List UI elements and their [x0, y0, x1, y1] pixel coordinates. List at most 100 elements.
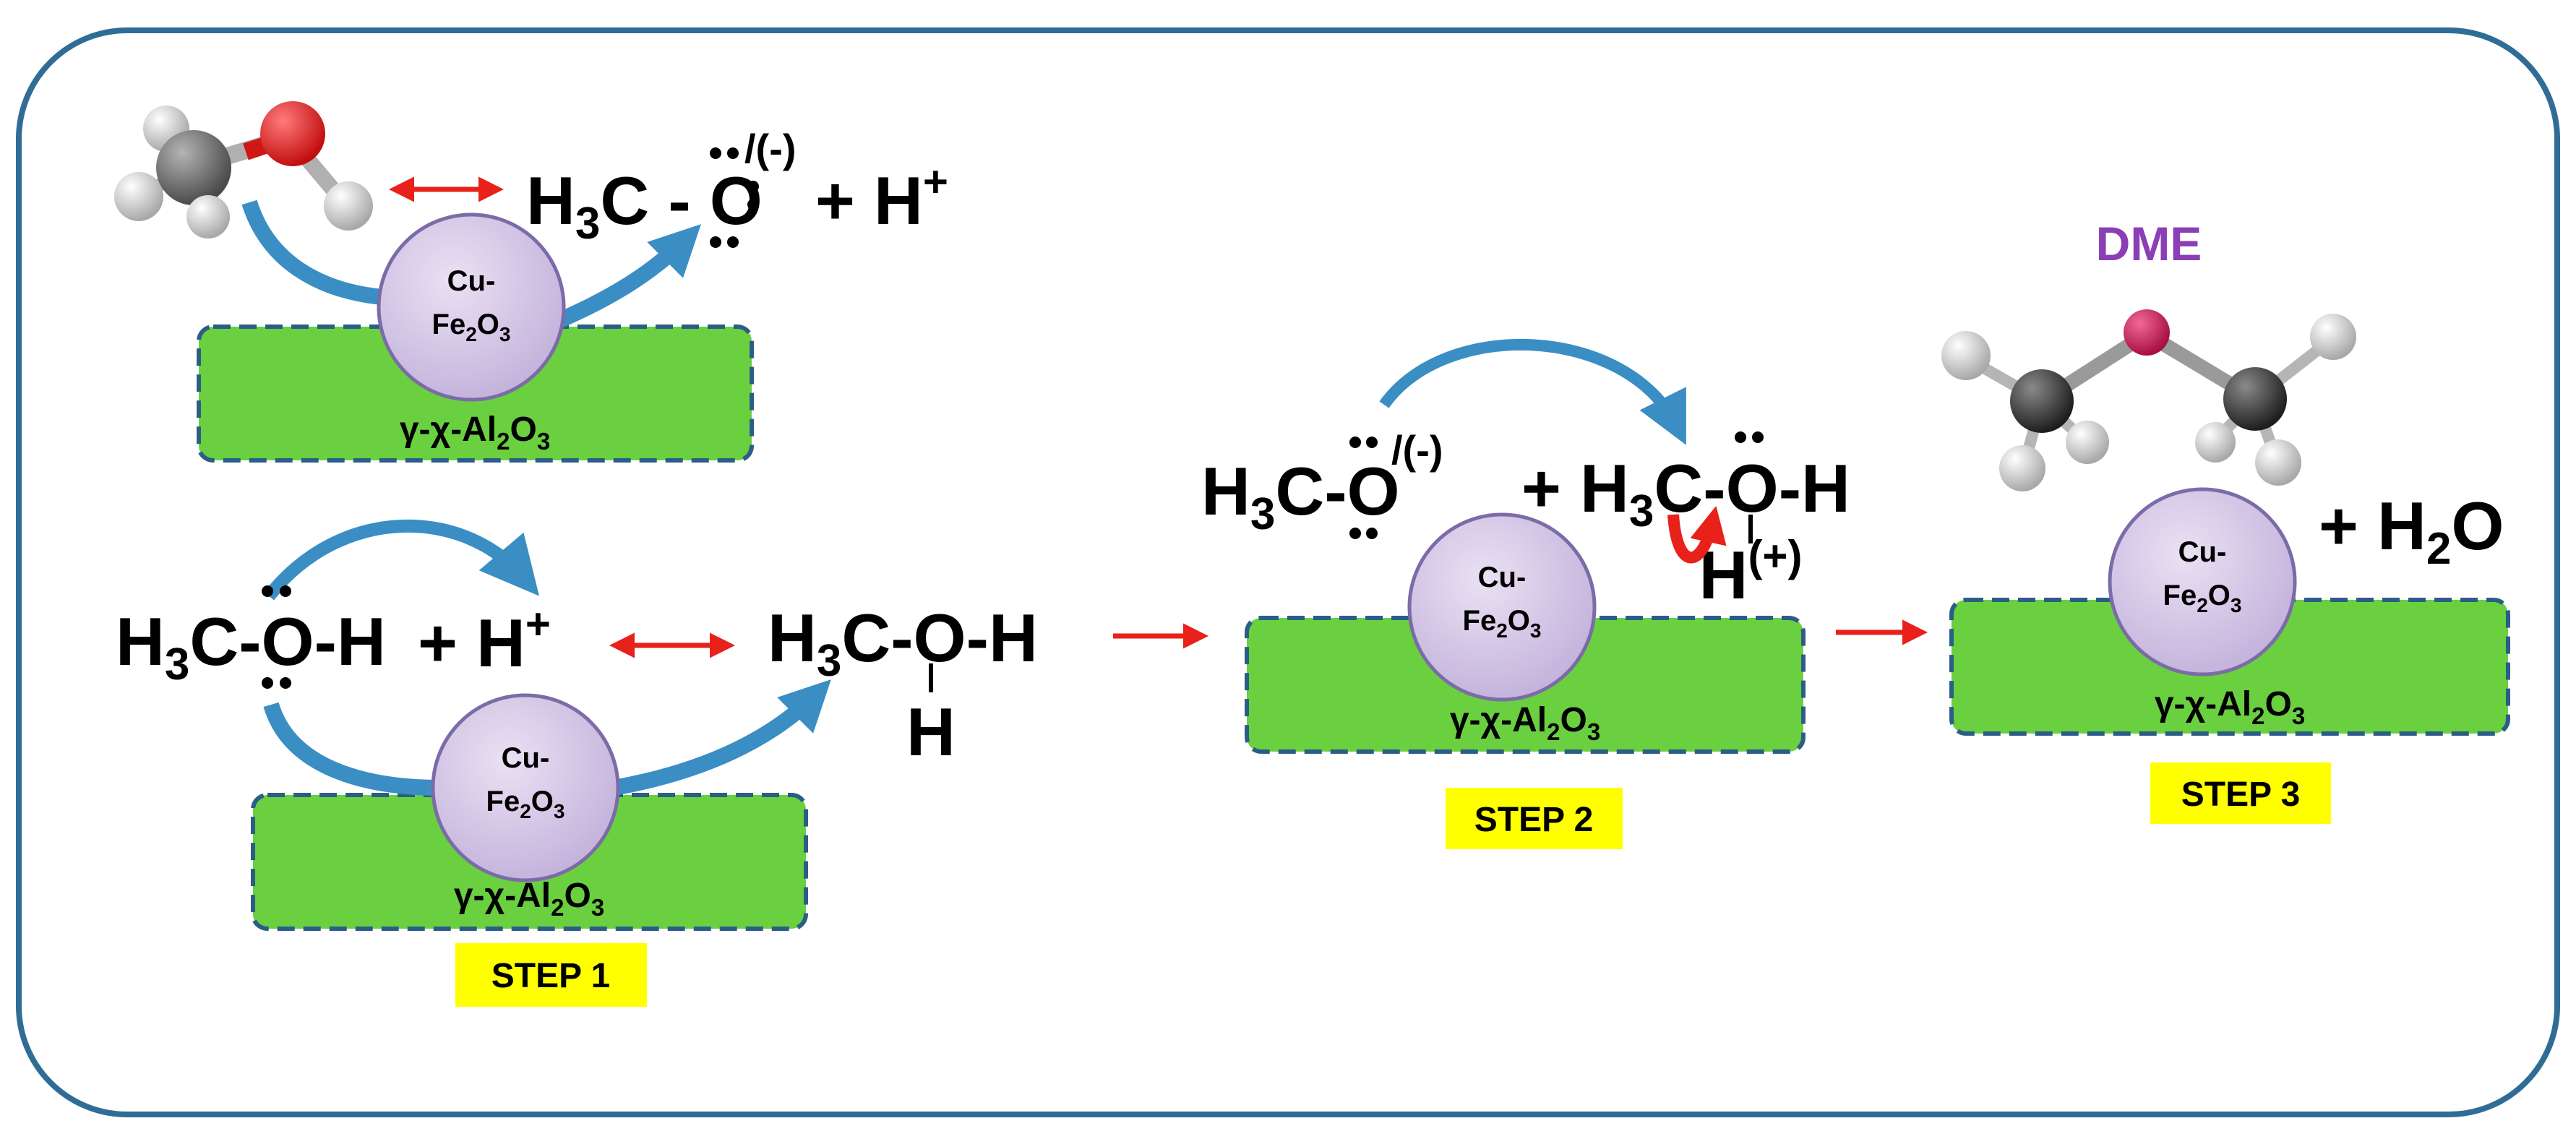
support-top-prefix: γ-χ-Al: [400, 411, 497, 449]
s2-left-h: H: [1201, 453, 1250, 529]
support-s1-label: γ-χ-Al2O3: [454, 877, 604, 921]
s1-product-sub3: 3: [817, 636, 841, 686]
s3-water-sub2: 2: [2426, 524, 2451, 574]
top-sub3: 3: [575, 199, 600, 249]
methanol-model-icon: [114, 101, 373, 238]
step2-label: STEP 2: [1474, 801, 1594, 839]
blue-arrow-step2-transfer: [1379, 338, 1686, 445]
np-s2-sub3: 3: [1530, 619, 1542, 642]
np-s3-fe2o3: Fe2O3: [2163, 580, 2242, 616]
s2-left-sub3: 3: [1250, 489, 1275, 539]
lone-pairs-step2-left: [1349, 437, 1378, 539]
step1-reactant: H3C-O-H: [116, 603, 386, 689]
top-c-dash: C -: [600, 163, 709, 238]
s1-plus-h: + H: [418, 605, 525, 681]
support-s3-sub2: 2: [2251, 702, 2264, 729]
s2-right-sub3: 3: [1629, 486, 1654, 536]
np-s3-o: O: [2208, 580, 2231, 611]
s1-product-bottom-h: H: [906, 694, 956, 770]
np-s1-fe: Fe: [486, 786, 520, 817]
blue-arrow-top-right: [553, 224, 701, 330]
np-s2-sub2: 2: [1496, 619, 1508, 642]
methoxide-formula: H3C - O: [526, 163, 763, 249]
np-s2-o: O: [1508, 605, 1530, 637]
dme-model-icon: [1941, 309, 2356, 491]
s2-bottom-charge: (+): [1748, 532, 1802, 580]
s2-bottom: H(+): [1699, 532, 1803, 613]
np-s2-cu: Cu-: [1478, 562, 1527, 593]
top-plus-h: + H: [815, 163, 923, 238]
step1-label: STEP 1: [491, 957, 611, 995]
top-proton: + H+: [815, 158, 948, 238]
support-top-sub2: 2: [497, 428, 510, 455]
step1-proton: + H+: [418, 600, 551, 681]
step2-label-bg: [1446, 788, 1623, 849]
s1-plus-sup: +: [525, 600, 551, 648]
support-s1-o: O: [564, 877, 591, 915]
support-s3-prefix: γ-χ-Al: [2155, 685, 2251, 723]
top-charge: /(-): [744, 126, 797, 171]
step1-label-bg: [455, 943, 647, 1007]
np-s1-sub2: 2: [520, 800, 531, 822]
blue-arrow-step1-upper: [263, 519, 540, 601]
np-top-sub3: 3: [499, 323, 511, 345]
support-s1-sub3: 3: [591, 894, 604, 921]
s2-right-prefix: + H: [1521, 450, 1629, 526]
s3-water-prefix: + H: [2319, 488, 2426, 564]
s1-product-rest: C-O-H: [841, 600, 1038, 676]
red-curl-arrow-step2: [1667, 505, 1727, 564]
np-s3-sub2: 2: [2197, 594, 2208, 616]
np-top-fe2o3: Fe2O3: [432, 309, 511, 345]
step1-product: H3C-O-H: [768, 600, 1038, 686]
support-top-sub3: 3: [537, 428, 550, 455]
np-top-sub2: 2: [465, 323, 477, 345]
support-s3-o: O: [2264, 685, 2291, 723]
dme-label: DME: [2096, 217, 2202, 270]
s1-reactant-h: H: [116, 603, 165, 679]
np-s1-sub3: 3: [554, 800, 565, 822]
np-s1-cu: Cu-: [502, 742, 550, 774]
step3-label: STEP 3: [2181, 775, 2301, 814]
np-s1-fe2o3: Fe2O3: [486, 786, 565, 822]
support-top-label: γ-χ-Al2O3: [400, 411, 550, 455]
s3-water-o: O: [2451, 488, 2504, 564]
s2-left-rest: C-O: [1275, 453, 1399, 529]
step2-methoxide: H3C-O: [1201, 453, 1400, 539]
lone-pairs-step2-right: [1735, 431, 1764, 443]
np-top-cu: Cu-: [447, 265, 496, 297]
support-s1-prefix: γ-χ-Al: [454, 877, 551, 915]
lone-pairs-top: [710, 147, 759, 248]
top-h: H: [526, 163, 575, 238]
support-s2-label: γ-χ-Al2O3: [1450, 701, 1600, 745]
np-s1-o: O: [531, 786, 554, 817]
support-s2-sub3: 3: [1587, 718, 1600, 745]
step3-label-bg: [2150, 762, 2331, 824]
support-s1-sub2: 2: [551, 894, 564, 921]
np-s3-fe: Fe: [2163, 580, 2197, 611]
np-s3-cu: Cu-: [2178, 536, 2227, 568]
support-s2-sub2: 2: [1547, 718, 1560, 745]
nanoparticle-step2: [1407, 512, 1597, 702]
nanoparticle-step1: [431, 693, 620, 882]
s1-reactant-sub3: 3: [165, 640, 189, 689]
blue-arrow-top-left: [241, 199, 391, 306]
support-s3-label: γ-χ-Al2O3: [2155, 685, 2305, 729]
np-top-o: O: [477, 309, 499, 340]
support-s2-prefix: γ-χ-Al: [1450, 701, 1547, 739]
blue-arrow-step1-lower-left: [263, 702, 442, 796]
np-s2-fe: Fe: [1463, 605, 1497, 637]
outer-frame: [16, 27, 2560, 1117]
s2-left-charge: /(-): [1391, 427, 1443, 473]
step2-methanol-protonated: + H3C-O-H: [1521, 450, 1850, 536]
lone-pairs-step1: [262, 585, 291, 689]
np-s3-sub3: 3: [2231, 594, 2242, 616]
nanoparticle-top: [377, 212, 566, 402]
support-s3-sub3: 3: [2292, 702, 2305, 729]
blue-arrow-step1-lower-right: [613, 679, 831, 796]
support-top-o: O: [510, 411, 536, 449]
s2-right-rest: C-O-H: [1654, 450, 1850, 526]
water-product: + H2O: [2319, 488, 2504, 574]
top-plus-sup: +: [923, 158, 948, 206]
s1-reactant-rest: C-O-H: [189, 603, 386, 679]
